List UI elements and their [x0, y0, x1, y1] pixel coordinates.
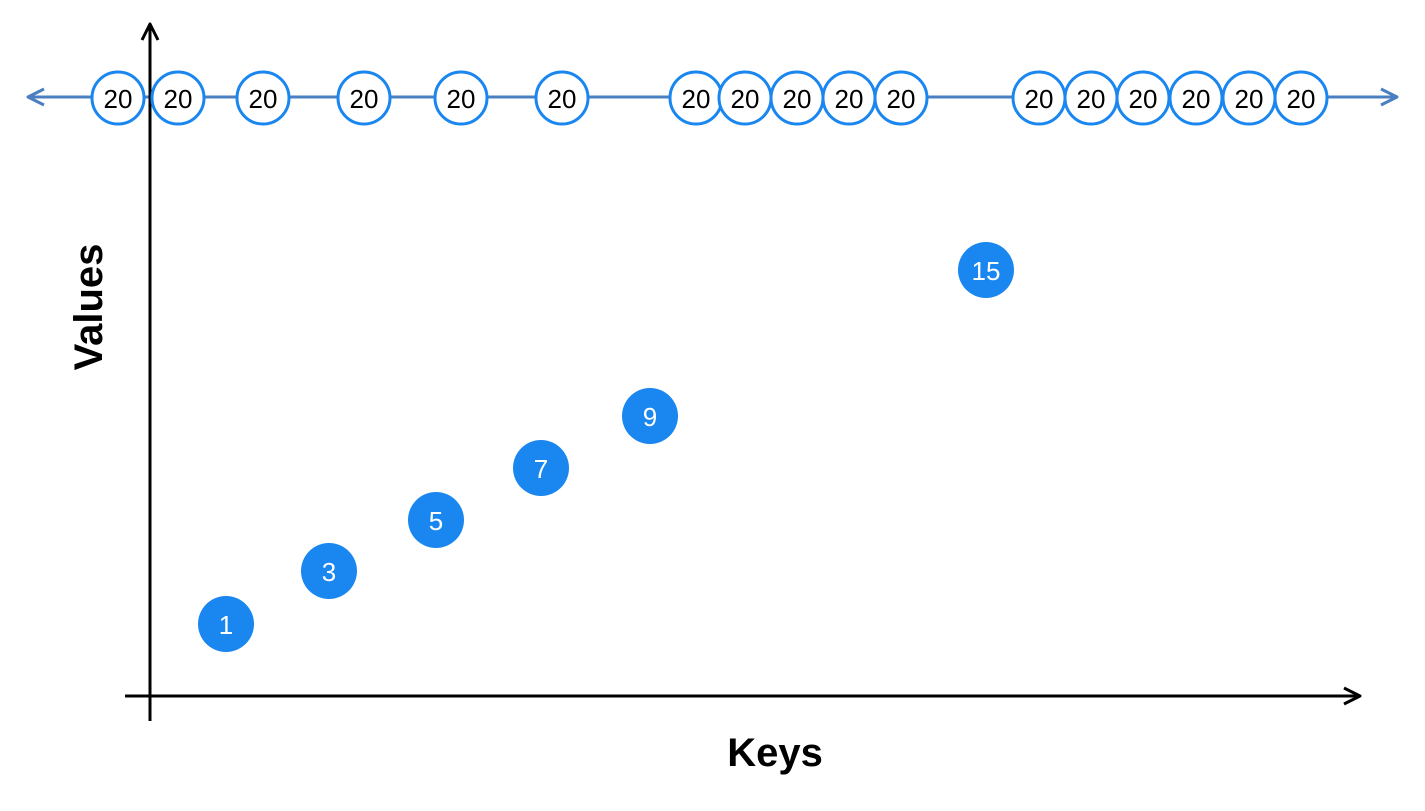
hollow-node-label: 20 [1077, 84, 1106, 114]
filled-node-group: 1 3 5 7 9 15 [198, 242, 1014, 652]
hollow-node-label: 20 [447, 84, 476, 114]
filled-node-circle [958, 242, 1014, 298]
hollow-node-label: 20 [1287, 84, 1316, 114]
hollow-node: 20 [235, 70, 291, 126]
hollow-node: 20 [769, 70, 825, 126]
x-axis-label: Keys [727, 731, 823, 775]
filled-node-label: 9 [643, 402, 657, 432]
hollow-node-label: 20 [682, 84, 711, 114]
hollow-node: 20 [336, 70, 392, 126]
hollow-node-group: 20 20 20 20 20 20 20 20 20 20 20 20 20 20 20 20 20 [90, 70, 1329, 126]
hollow-node-circle [873, 70, 929, 126]
x-axis [125, 686, 1362, 706]
y-axis-label: Values [67, 244, 111, 371]
hollow-node-label: 20 [1129, 84, 1158, 114]
hollow-node: 20 [1221, 70, 1277, 126]
filled-node-circle [513, 440, 569, 496]
filled-node: 15 [958, 242, 1014, 298]
filled-node-circle [622, 388, 678, 444]
hollow-node-label: 20 [1025, 84, 1054, 114]
hollow-node: 20 [1273, 70, 1329, 126]
filled-node-label: 15 [972, 256, 1001, 286]
filled-node-label: 7 [534, 454, 548, 484]
filled-node: 7 [513, 440, 569, 496]
hollow-node-label: 20 [835, 84, 864, 114]
hollow-node: 20 [821, 70, 877, 126]
hollow-node: 20 [433, 70, 489, 126]
hollow-node: 20 [1168, 70, 1224, 126]
hollow-node-label: 20 [731, 84, 760, 114]
filled-node-label: 3 [322, 557, 336, 587]
filled-node-circle [301, 543, 357, 599]
hollow-node-label: 20 [164, 84, 193, 114]
y-axis-arrowhead [140, 22, 160, 41]
filled-node-label: 1 [219, 610, 233, 640]
hollow-node: 20 [1115, 70, 1171, 126]
hollow-node-label: 20 [887, 84, 916, 114]
right-arrowhead [1380, 87, 1399, 107]
filled-node: 9 [622, 388, 678, 444]
hollow-node: 20 [1063, 70, 1119, 126]
hollow-node-circle [235, 70, 291, 126]
filled-node: 5 [408, 492, 464, 548]
hollow-node: 20 [1011, 70, 1067, 126]
left-arrowhead [26, 87, 45, 107]
hollow-node-label: 20 [1182, 84, 1211, 114]
hollow-node-label: 20 [1235, 84, 1264, 114]
x-axis-arrowhead [1343, 686, 1362, 706]
hollow-node: 20 [668, 70, 724, 126]
hollow-node: 20 [90, 70, 146, 126]
hollow-node: 20 [534, 70, 590, 126]
hollow-node-label: 20 [249, 84, 278, 114]
filled-node-circle [198, 596, 254, 652]
hollow-node-label: 20 [104, 84, 133, 114]
hollow-node-circle [433, 70, 489, 126]
hollow-node-circle [1273, 70, 1329, 126]
filled-node: 1 [198, 596, 254, 652]
hollow-node-circle [534, 70, 590, 126]
hollow-node-circle [150, 70, 206, 126]
hollow-node-label: 20 [783, 84, 812, 114]
filled-node-circle [408, 492, 464, 548]
hollow-node: 20 [150, 70, 206, 126]
filled-node: 3 [301, 543, 357, 599]
y-axis [140, 22, 160, 721]
hollow-node-circle [90, 70, 146, 126]
hollow-node-circle [336, 70, 392, 126]
filled-node-label: 5 [429, 506, 443, 536]
hollow-node-label: 20 [548, 84, 577, 114]
hollow-node-label: 20 [350, 84, 379, 114]
hollow-node: 20 [717, 70, 773, 126]
hollow-node: 20 [873, 70, 929, 126]
